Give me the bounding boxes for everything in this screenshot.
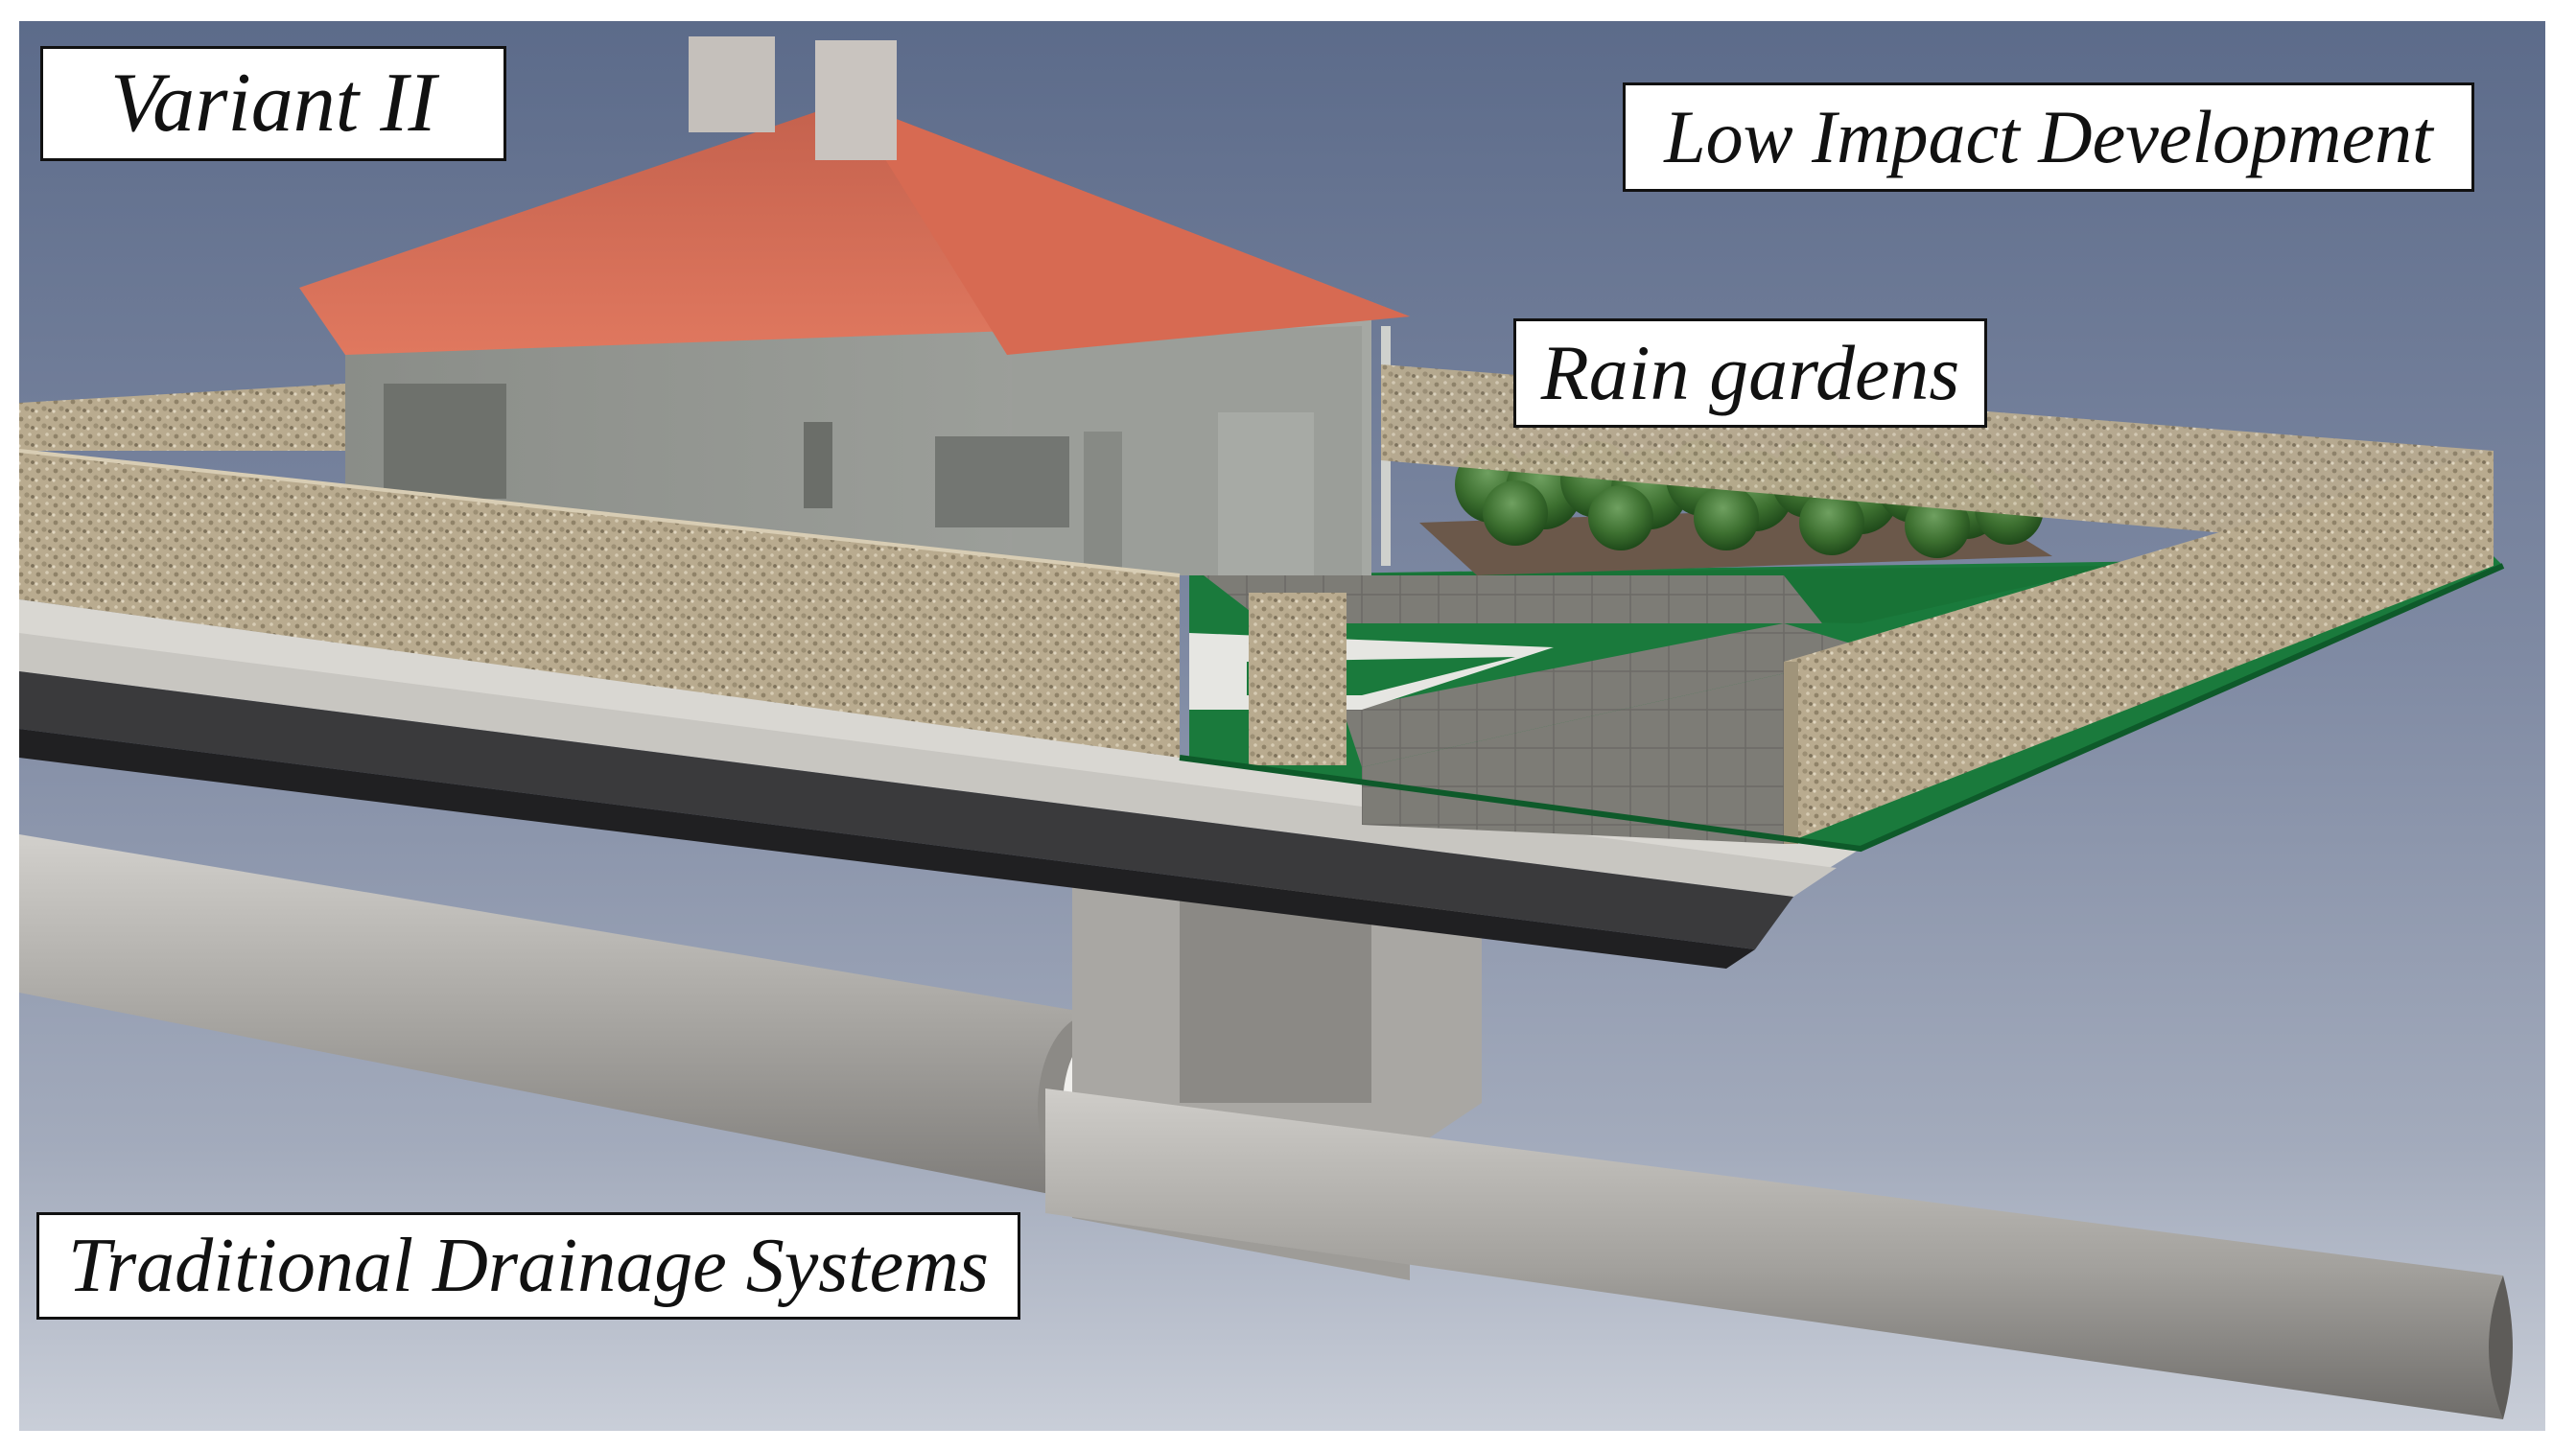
rain-gardens-label: Rain gardens [1513,318,1987,428]
chimney-left [689,36,775,132]
low-impact-development-label: Low Impact Development [1623,82,2474,192]
house [299,36,1410,575]
variant-label: Variant II [40,46,506,161]
chimney-right [815,40,897,160]
drainage-pipe-right [1045,1088,2513,1419]
traditional-drainage-systems-label: Traditional Drainage Systems [36,1212,1020,1320]
street-curb-edge [1179,563,2505,853]
